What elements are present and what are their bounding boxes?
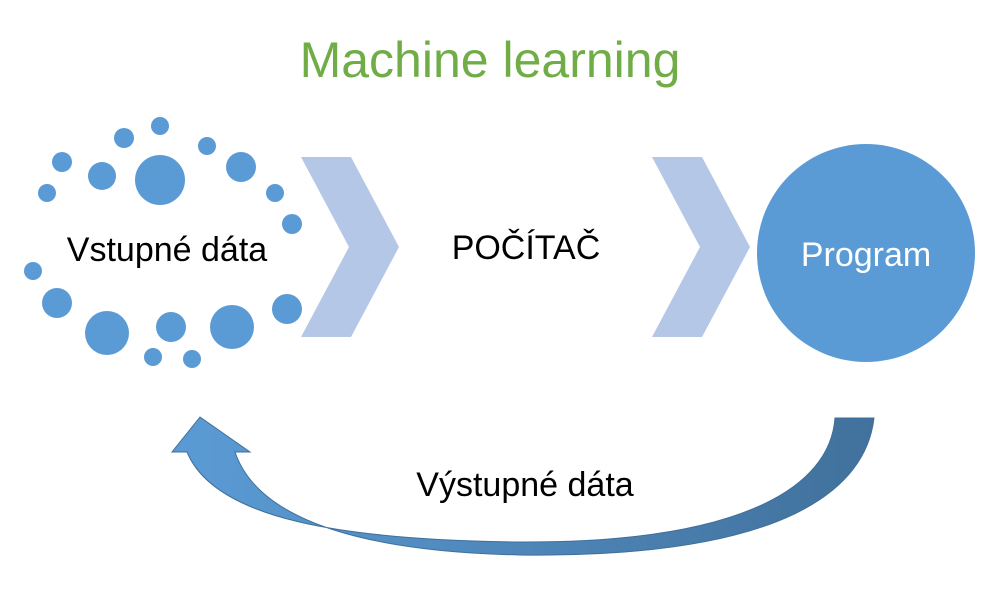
diagram-title: Machine learning (300, 32, 681, 88)
data-dot (52, 152, 72, 172)
data-dot (114, 128, 134, 148)
data-dot (88, 162, 116, 190)
program-label: Program (801, 236, 931, 274)
data-dot (272, 294, 302, 324)
program-circle (757, 144, 975, 362)
data-dot (226, 152, 256, 182)
data-dot (156, 312, 186, 342)
chevron-arrow-1 (301, 157, 399, 337)
feedback-arrow (170, 416, 875, 556)
data-dot (85, 311, 129, 355)
data-dot (38, 184, 56, 202)
data-dot (282, 214, 302, 234)
data-dot (42, 288, 72, 318)
data-dot (24, 262, 42, 280)
data-dot (198, 137, 216, 155)
input-data-dots (24, 117, 302, 368)
data-dot (210, 305, 254, 349)
data-dot (144, 348, 162, 366)
chevron-arrow-2 (652, 157, 750, 337)
computer-label: POČÍTAČ (452, 229, 601, 267)
data-dot (135, 155, 185, 205)
output-data-label: Výstupné dáta (416, 466, 633, 504)
input-data-label: Vstupné dáta (67, 231, 267, 269)
data-dot (266, 184, 284, 202)
data-dot (183, 350, 201, 368)
data-dot (151, 117, 169, 135)
